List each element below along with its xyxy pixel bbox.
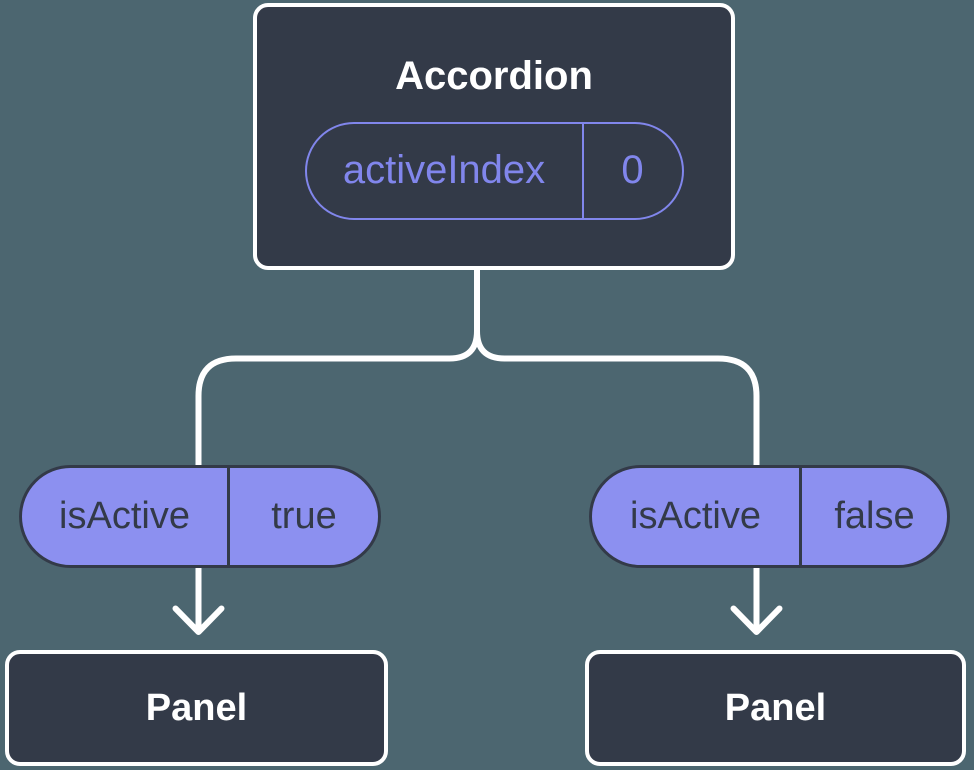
prop-name-label: activeIndex bbox=[342, 148, 546, 192]
is-active-true-pill: isActive true bbox=[19, 465, 381, 568]
prop-value-label: 0 bbox=[581, 123, 682, 218]
panel-node-right: Panel bbox=[585, 650, 966, 766]
accordion-node: Accordion activeIndex 0 bbox=[253, 3, 735, 270]
panel-node-label: Panel bbox=[145, 686, 248, 729]
prop-name-label: isActive bbox=[59, 495, 190, 537]
accordion-node-title: Accordion bbox=[395, 53, 593, 98]
is-active-false-pill: isActive false bbox=[589, 465, 950, 568]
panel-node-label: Panel bbox=[724, 686, 827, 729]
panel-node-left: Panel bbox=[5, 650, 388, 766]
connector-branch-left bbox=[172, 259, 480, 635]
connector-branch-right bbox=[474, 259, 783, 635]
prop-value-label: false bbox=[799, 468, 947, 565]
prop-value-label: true bbox=[227, 468, 378, 565]
active-index-prop-pill: activeIndex 0 bbox=[304, 121, 684, 220]
prop-name-label: isActive bbox=[630, 495, 761, 537]
